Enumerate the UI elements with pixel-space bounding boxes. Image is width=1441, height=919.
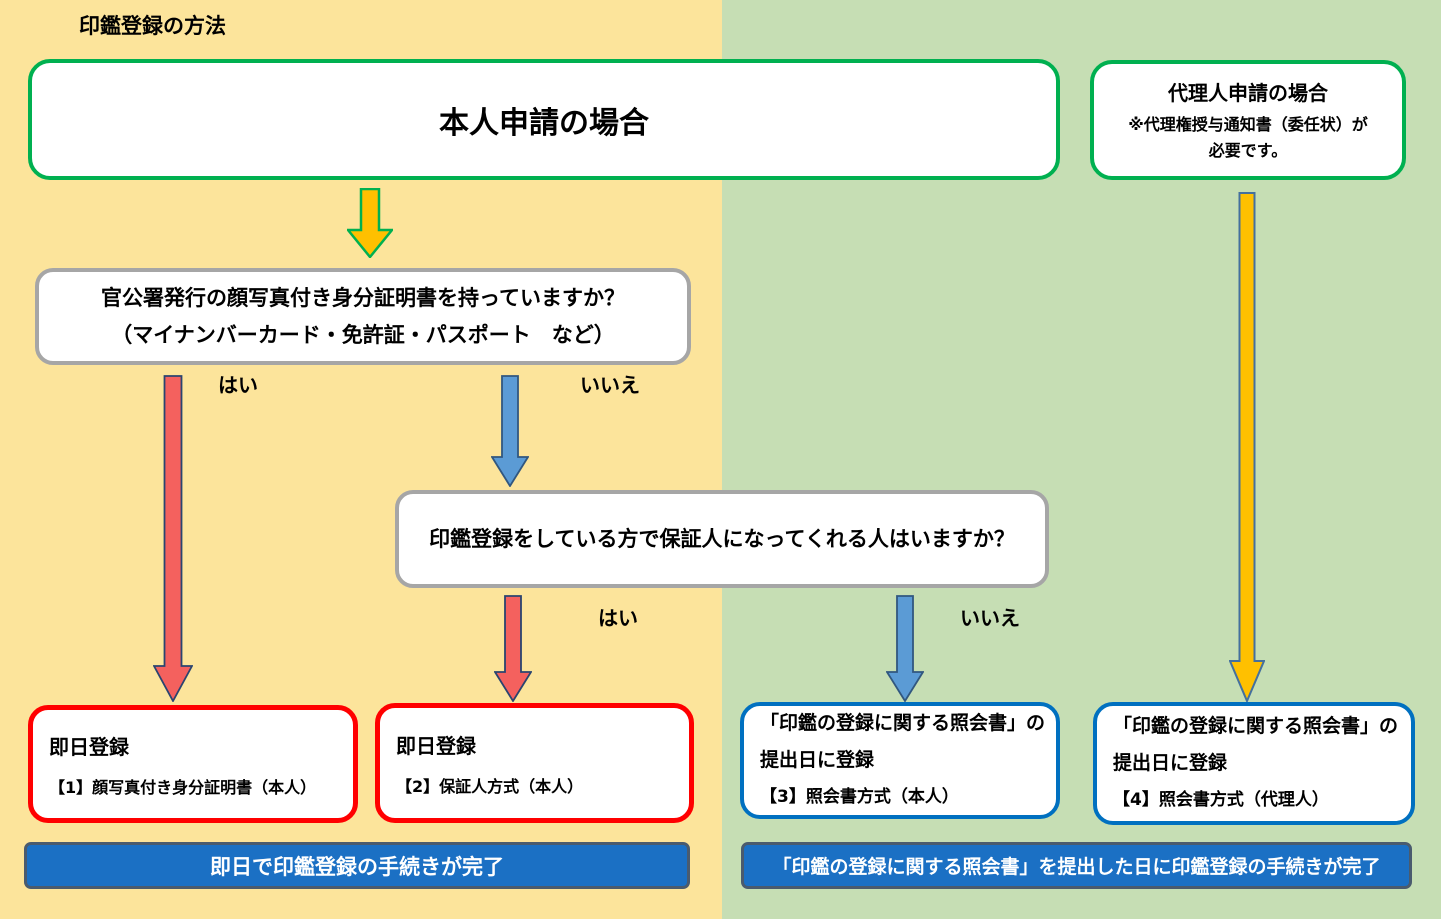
node-proxy-application-title: 代理人申請の場合 xyxy=(1168,80,1328,105)
completion-bar-inquiry: 「印鑑の登録に関する照会書」を提出した日に印鑑登録の手続きが完了 xyxy=(741,842,1412,889)
branch-label-q1-no: いいえ xyxy=(580,373,640,397)
result2-title: 即日登録 xyxy=(396,733,476,758)
arrow-main-to-q1 xyxy=(347,188,393,258)
branch-label-q2-no: いいえ xyxy=(960,606,1020,630)
arrow-q2-yes-to-result2 xyxy=(494,595,532,702)
node-result-inquiry-self: 「印鑑の登録に関する照会書」の 提出日に登録 【3】照会書方式（本人） xyxy=(740,702,1060,819)
node-question-id-document: 官公署発行の顔写真付き身分証明書を持っていますか？ （マイナンバーカード・免許証… xyxy=(35,268,691,365)
result2-subtitle: 【2】保証人方式（本人） xyxy=(396,776,584,796)
node-proxy-note-line1: ※代理権授与通知書（委任状）が xyxy=(1128,114,1368,134)
result3-line3: 【3】照会書方式（本人） xyxy=(760,787,959,807)
page-title: 印鑑登録の方法 xyxy=(79,14,226,38)
branch-label-q2-yes: はい xyxy=(598,606,638,630)
branch-label-q1-yes: はい xyxy=(218,373,258,397)
result3-line2: 提出日に登録 xyxy=(760,749,875,771)
result4-line2: 提出日に登録 xyxy=(1113,752,1228,774)
result4-line1: 「印鑑の登録に関する照会書」の xyxy=(1113,715,1399,737)
node-proxy-application: 代理人申請の場合 ※代理権授与通知書（委任状）が 必要です。 xyxy=(1090,60,1406,180)
question2-line1: 印鑑登録をしている方で保証人になってくれる人はいますか？ xyxy=(429,526,1015,551)
arrow-q1-no-shape xyxy=(491,375,529,487)
arrow-q1-yes-to-result1 xyxy=(153,375,193,702)
question1-line2: （マイナンバーカード・免許証・パスポート など） xyxy=(111,322,615,347)
question1-line1: 官公署発行の顔写真付き身分証明書を持っていますか？ xyxy=(101,285,625,310)
arrow-q2-yes-shape xyxy=(494,595,532,702)
result1-title: 即日登録 xyxy=(49,734,129,759)
node-result-inquiry-proxy: 「印鑑の登録に関する照会書」の 提出日に登録 【4】照会書方式（代理人） xyxy=(1093,702,1415,825)
arrow-q1-yes-shape xyxy=(153,375,193,702)
arrow-q2-no-to-result3 xyxy=(886,595,924,702)
result1-subtitle: 【1】顔写真付き身分証明書（本人） xyxy=(49,777,317,797)
node-self-application: 本人申請の場合 xyxy=(28,59,1060,180)
arrow-proxy-to-result4 xyxy=(1229,192,1265,702)
node-result-same-day-id: 即日登録 【1】顔写真付き身分証明書（本人） xyxy=(28,705,358,823)
result4-line3: 【4】照会書方式（代理人） xyxy=(1113,790,1329,810)
node-question-guarantor: 印鑑登録をしている方で保証人になってくれる人はいますか？ xyxy=(395,490,1049,588)
node-proxy-note-line2: 必要です。 xyxy=(1208,140,1288,160)
completion-bar-inquiry-text: 「印鑑の登録に関する照会書」を提出した日に印鑑登録の手続きが完了 xyxy=(772,856,1381,878)
arrow-main-to-q1-shape xyxy=(347,188,393,258)
node-result-same-day-guarantor: 即日登録 【2】保証人方式（本人） xyxy=(375,703,694,823)
arrow-q1-no-to-q2 xyxy=(491,375,529,487)
completion-bar-same-day: 即日で印鑑登録の手続きが完了 xyxy=(24,842,690,889)
arrow-q2-no-shape xyxy=(886,595,924,702)
arrow-proxy-shape xyxy=(1229,192,1265,702)
completion-bar-same-day-text: 即日で印鑑登録の手続きが完了 xyxy=(210,854,504,879)
node-self-application-label: 本人申請の場合 xyxy=(439,105,649,141)
result3-line1: 「印鑑の登録に関する照会書」の xyxy=(760,712,1046,734)
